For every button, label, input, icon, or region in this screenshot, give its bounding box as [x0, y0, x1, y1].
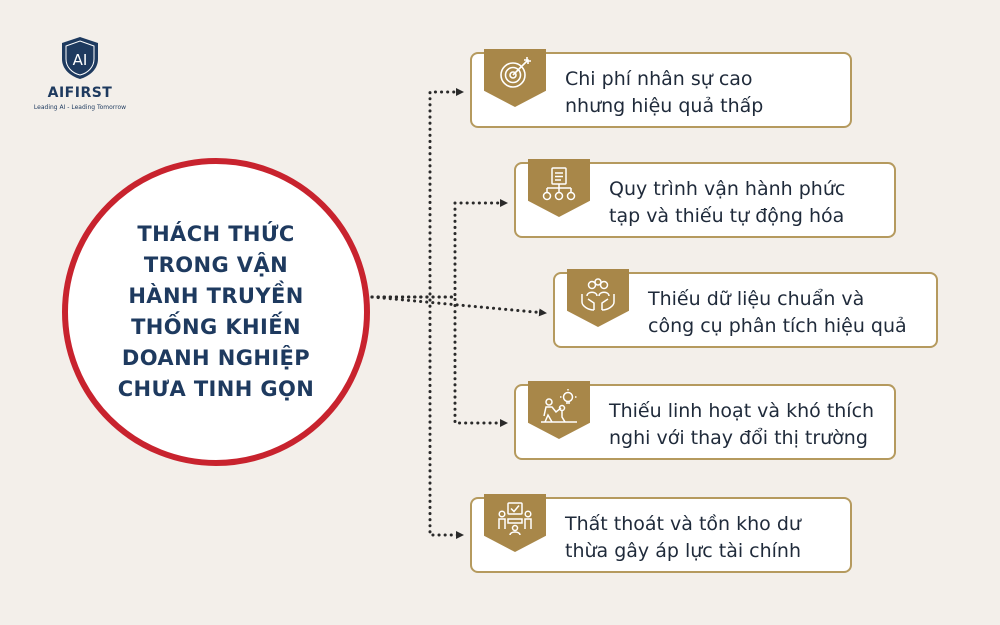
process-document-icon — [542, 167, 576, 201]
connector-3 — [370, 295, 547, 317]
challenge-card-1: Chi phí nhân sự cao nhưng hiệu quả thấp — [470, 49, 852, 128]
connector-2 — [370, 199, 508, 299]
card-4-label: Thiếu linh hoạt và khó thích nghi với th… — [609, 400, 875, 449]
card-1-badge — [484, 49, 546, 107]
connector-4 — [370, 295, 508, 427]
connector-5 — [370, 295, 464, 539]
shield-logo-icon: AI — [62, 37, 98, 79]
target-icon — [500, 57, 531, 88]
connector-1 — [370, 88, 464, 299]
card-5-label: Thất thoát và tồn kho dư thừa gây áp lực… — [565, 513, 802, 562]
brand-logo: AI AIFIRST Leading AI - Leading Tomorrow — [25, 35, 135, 111]
card-4-badge — [528, 381, 590, 439]
card-2-badge — [528, 159, 590, 217]
card-5-badge — [484, 494, 546, 552]
logo-mark: AI — [73, 51, 88, 69]
central-topic-title: THÁCH THỨC TRONG VẬN HÀNH TRUYỀN THỐNG K… — [117, 222, 315, 401]
card-3-badge — [567, 269, 629, 327]
central-topic-circle: THÁCH THỨC TRONG VẬN HÀNH TRUYỀN THỐNG K… — [62, 158, 370, 466]
challenge-card-5: Thất thoát và tồn kho dư thừa gây áp lực… — [470, 494, 852, 573]
meeting-checklist-icon — [498, 502, 532, 536]
brand-tagline: Leading AI - Leading Tomorrow — [33, 104, 127, 111]
card-2-label: Quy trình vận hành phức tạp và thiếu tự … — [609, 178, 846, 227]
challenge-card-2: Quy trình vận hành phức tạp và thiếu tự … — [514, 159, 896, 238]
brand-name: AIFIRST — [47, 85, 113, 101]
brainstorm-idea-icon — [541, 389, 577, 423]
card-3-label: Thiếu dữ liệu chuẩn và công cụ phân tích… — [648, 288, 907, 337]
challenge-card-3: Thiếu dữ liệu chuẩn và công cụ phân tích… — [553, 269, 938, 348]
challenge-card-4: Thiếu linh hoạt và khó thích nghi với th… — [514, 381, 896, 460]
card-1-label: Chi phí nhân sự cao nhưng hiệu quả thấp — [565, 68, 764, 117]
team-hands-icon — [581, 278, 615, 311]
